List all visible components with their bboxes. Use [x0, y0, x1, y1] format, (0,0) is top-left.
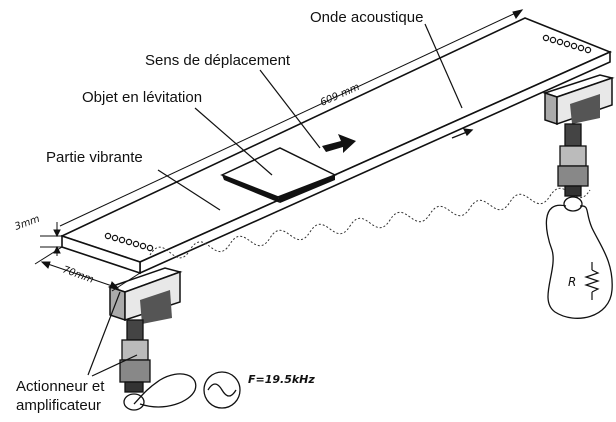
left-signal-loop: [133, 373, 197, 408]
leader-vibrating: [157, 169, 221, 211]
movement-arrow: [322, 134, 356, 153]
label-actuator-line2: amplificateur: [16, 397, 101, 414]
right-load-loop: [545, 204, 613, 319]
label-wave: Onde acoustique: [310, 9, 423, 26]
label-object: Objet en lévitation: [82, 89, 202, 106]
dimension-width: 70mm: [61, 264, 95, 285]
leader-object: [194, 107, 273, 176]
right-support: [542, 74, 615, 126]
width-dimension: [34, 246, 141, 292]
leader-actuator-2: [91, 354, 138, 377]
signal-generator: [203, 371, 241, 409]
label-actuator-line1: Actionneur et: [16, 378, 105, 395]
beam-holes-right: [542, 34, 592, 54]
dimension-thickness: 3mm: [13, 214, 41, 233]
acoustic-wave: [149, 187, 591, 259]
levitating-object: [220, 147, 337, 203]
left-support: [107, 267, 183, 324]
length-dimension: [59, 9, 524, 227]
beam-holes-left: [104, 232, 154, 252]
beam-front-face: [139, 50, 611, 275]
resistor-symbol: [584, 262, 600, 300]
label-vibrating: Partie vibrante: [46, 149, 143, 166]
label-direction: Sens de déplacement: [145, 52, 291, 69]
resistor-label: R: [568, 275, 576, 289]
thickness-dimension: [40, 222, 62, 256]
leader-direction: [259, 69, 321, 149]
wave-direction-arrow: [451, 128, 474, 139]
leader-actuator-1: [87, 291, 121, 376]
leader-wave: [424, 23, 463, 109]
right-actuator: [557, 123, 589, 212]
frequency-label: F=19.5kHz: [248, 373, 315, 386]
vibrating-beam: [59, 17, 613, 275]
left-actuator: [119, 319, 151, 411]
leader-lines: [87, 23, 463, 377]
